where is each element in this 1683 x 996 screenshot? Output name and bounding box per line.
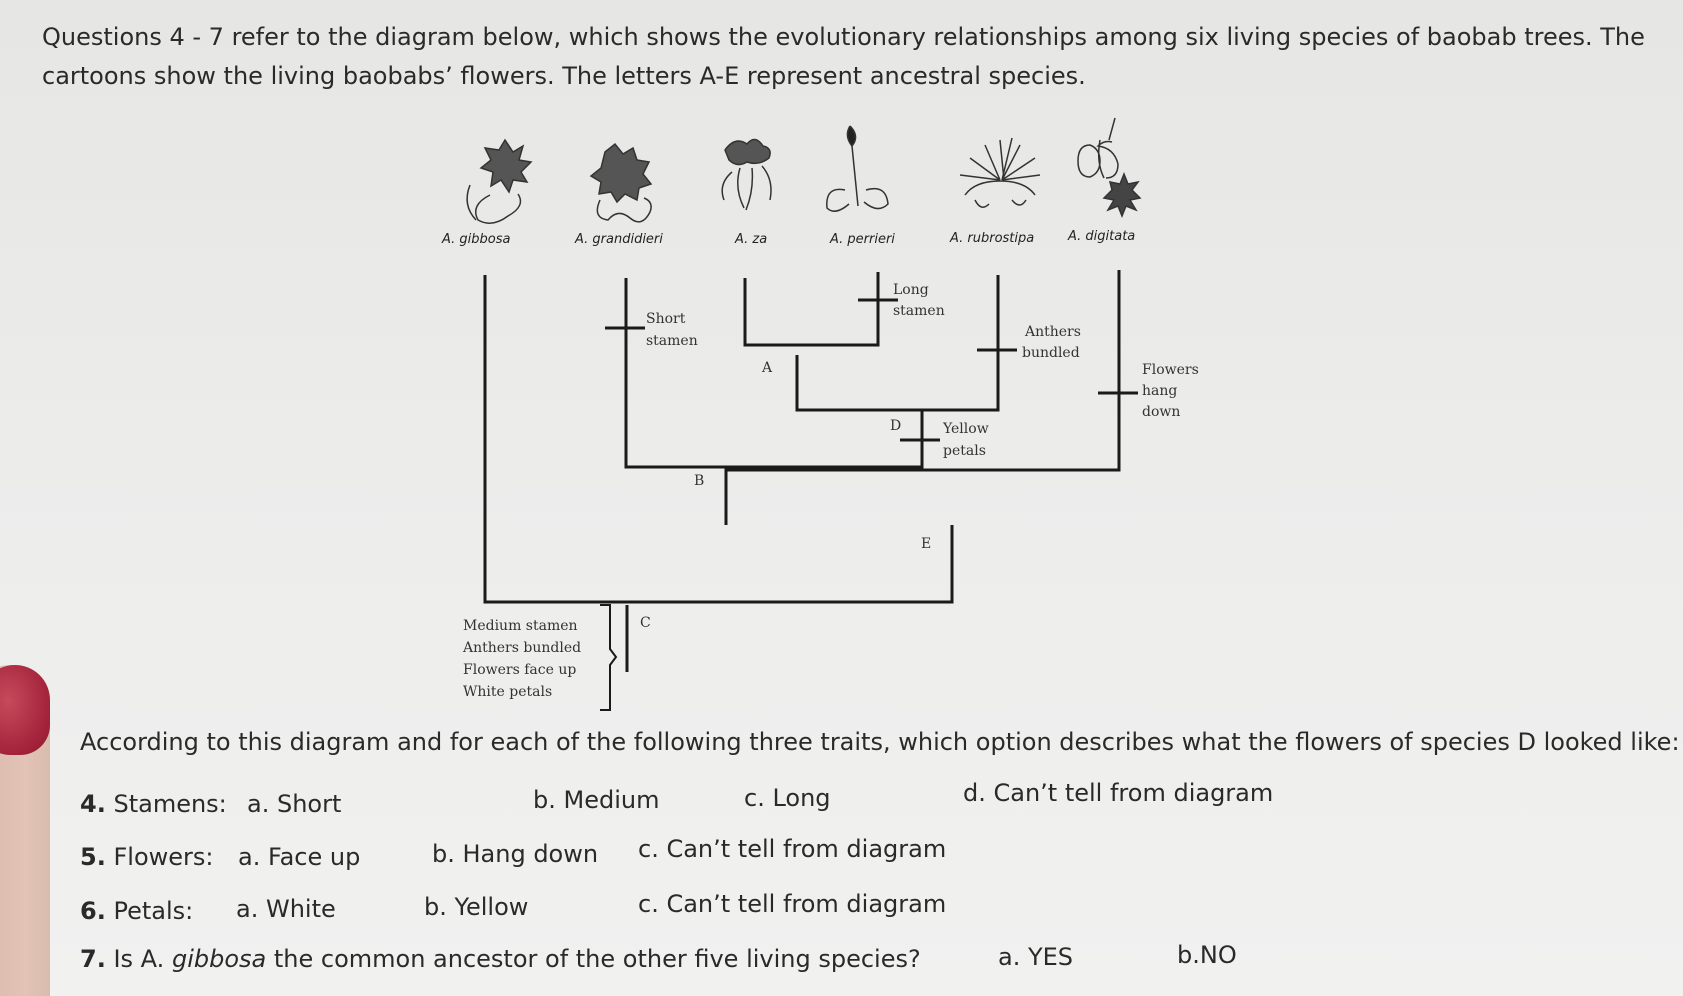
q4-number: 4. [80,790,106,818]
trait-short-stamen-line1: Short [646,311,686,327]
tree-branches [483,270,1138,711]
q6-row: 6. Petals: [80,897,193,925]
q5-row: 5. Flowers: [80,843,213,871]
node-label-a: A [761,360,773,376]
trait-anthers-bundled-line2: bundled [1022,345,1080,361]
root-trait-anthers-bundled: Anthers bundled [462,640,581,656]
q4-option-c[interactable]: c. Long [744,784,831,812]
flower-cartoon-rubrostipa [959,137,1041,208]
flower-cartoon-perrieri [826,125,889,212]
trait-flowers-hang-down-line2: hang [1142,383,1177,399]
flower-cartoon-grandidieri [589,142,653,223]
trait-long-stamen-line2: stamen [893,303,945,319]
intro-text: Questions 4 - 7 refer to the diagram bel… [42,23,1645,90]
q7-row: 7. Is A. gibbosa the common ancestor of … [80,945,921,973]
q7-italic-species: gibbosa [171,945,267,973]
q7-pre: Is A. [113,945,165,973]
trait-yellow-petals-line1: Yellow [942,421,989,437]
q4-option-b[interactable]: b. Medium [533,786,660,814]
species-label-za: A. za [734,232,767,247]
q5-option-c[interactable]: c. Can’t tell from diagram [638,835,947,863]
trait-short-stamen-line2: stamen [646,333,698,349]
species-label-digitata: A. digitata [1067,229,1135,244]
flower-cartoon-gibbosa [466,138,533,224]
q4-row: 4. Stamens: [80,790,227,818]
q4-option-d[interactable]: d. Can’t tell from diagram [963,779,1274,807]
q6-option-c[interactable]: c. Can’t tell from diagram [638,890,947,918]
species-label-perrieri: A. perrieri [829,232,895,247]
q4-option-a[interactable]: a. Short [247,790,342,818]
node-label-b: B [694,473,704,489]
trait-long-stamen-line1: Long [893,282,929,298]
fingernail-photo-artifact [0,665,50,755]
q6-option-b[interactable]: b. Yellow [424,893,529,921]
q7-post: the common ancestor of the other five li… [273,945,921,973]
trait-flowers-hang-down-line3: down [1142,404,1180,420]
species-label-grandidieri: A. grandidieri [574,232,663,247]
q5-option-a[interactable]: a. Face up [238,843,361,871]
root-trait-white-petals: White petals [463,684,552,700]
trait-anthers-bundled-line1: Anthers [1024,324,1081,340]
question-prompt: According to this diagram and for each o… [80,728,1680,756]
flower-cartoon-digitata [1077,117,1142,219]
node-label-e: E [921,536,931,552]
q5-number: 5. [80,843,106,871]
q6-number: 6. [80,897,106,925]
root-trait-flowers-face-up: Flowers face up [463,662,576,678]
q7-option-b[interactable]: b.NO [1177,941,1237,969]
q4-label: Stamens: [113,790,227,818]
q6-option-a[interactable]: a. White [236,895,336,923]
node-label-c: C [640,615,651,631]
q5-option-b[interactable]: b. Hang down [432,840,599,868]
q6-label: Petals: [113,897,194,925]
flower-cartoon-za [721,138,772,211]
node-label-d: D [890,418,901,434]
species-label-gibbosa: A. gibbosa [441,232,510,247]
species-label-rubrostipa: A. rubrostipa [949,231,1034,246]
trait-yellow-petals-line2: petals [943,443,986,459]
q5-label: Flowers: [113,843,214,871]
q7-number: 7. [80,945,106,973]
trait-flowers-hang-down-line1: Flowers [1142,362,1199,378]
q7-option-a[interactable]: a. YES [998,943,1074,971]
root-trait-medium-stamen: Medium stamen [463,618,578,634]
